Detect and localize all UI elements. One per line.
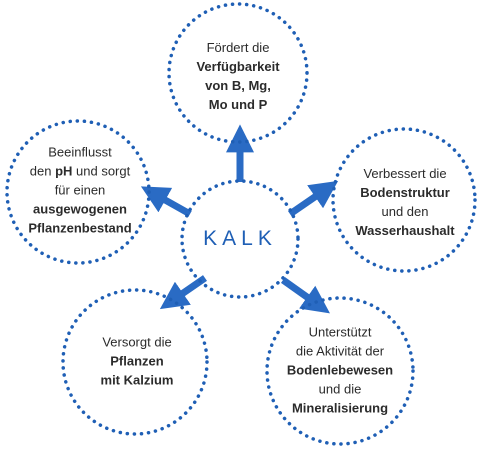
node-line: Bodenstruktur <box>355 183 454 202</box>
node-text-bold: von B, Mg, <box>205 78 271 93</box>
node-text-bold: Wasserhaushalt <box>355 223 455 238</box>
node-line: Verbessert die <box>355 164 454 183</box>
node-line: und die <box>287 380 393 399</box>
circle-top <box>167 2 309 144</box>
node-text: und den <box>381 204 429 219</box>
circle-right <box>331 127 477 273</box>
node-text: Fördert die <box>206 40 270 55</box>
arrow-right <box>288 180 339 217</box>
arrow-bottom-right <box>280 277 330 314</box>
node-text-bold: Mineralisierung <box>291 400 389 416</box>
node-line: Wasserhaushalt <box>355 221 454 240</box>
node-text: Versorgt die <box>102 334 172 350</box>
node-line: ausgewogenen <box>28 200 131 219</box>
node-line: und den <box>355 202 454 221</box>
node-text-bold: Bodenstruktur <box>360 185 450 200</box>
node-text-bold: Pflanzen <box>110 353 164 369</box>
node-text: Unterstützt <box>308 324 372 340</box>
node-text: die Aktivität der <box>295 343 385 359</box>
node-text: und sorgt <box>72 163 131 179</box>
node-text-bold: ausgewogenen <box>33 201 127 217</box>
circle-center <box>180 179 300 299</box>
node-line: mit Kalzium <box>101 371 174 390</box>
node-line: Fördert die <box>196 38 279 57</box>
center-label: KALK <box>203 227 277 250</box>
node-line: Pflanzenbestand <box>28 219 131 238</box>
node-text: und die <box>318 381 362 397</box>
node-text-bold: Mo und P <box>208 97 268 112</box>
node-line: Pflanzen <box>101 352 174 371</box>
arrow-left <box>140 186 192 218</box>
node-line: Bodenlebewesen <box>287 361 393 380</box>
node-line: Mineralisierung <box>287 399 393 418</box>
node-line: Verfügbarkeit <box>196 57 279 76</box>
node-text: Beeinflusst <box>48 144 112 160</box>
node-text: den <box>29 163 56 179</box>
node-line: die Aktivität der <box>287 342 393 361</box>
node-text-bold: Bodenlebewesen <box>286 362 394 378</box>
circle-bottom-right <box>265 296 415 446</box>
node-line: den pH und sorgt <box>28 162 131 181</box>
node-line: Mo und P <box>196 95 279 114</box>
node-text-bold: mit Kalzium <box>100 372 174 388</box>
node-text-bold: Verfügbarkeit <box>196 59 280 74</box>
node-line: für einen <box>28 181 131 200</box>
node-text: für einen <box>54 182 106 198</box>
circle-bottom-left <box>61 288 209 436</box>
node-line: Versorgt die <box>101 333 174 352</box>
node-line: Beeinflusst <box>28 143 131 162</box>
circle-left <box>5 119 151 265</box>
node-text-bold: pH <box>55 163 73 179</box>
node-line: von B, Mg, <box>196 76 279 95</box>
node-text: Verbessert die <box>363 166 447 181</box>
node-text-bold: Pflanzenbestand <box>28 220 132 236</box>
node-line: Unterstützt <box>287 323 393 342</box>
